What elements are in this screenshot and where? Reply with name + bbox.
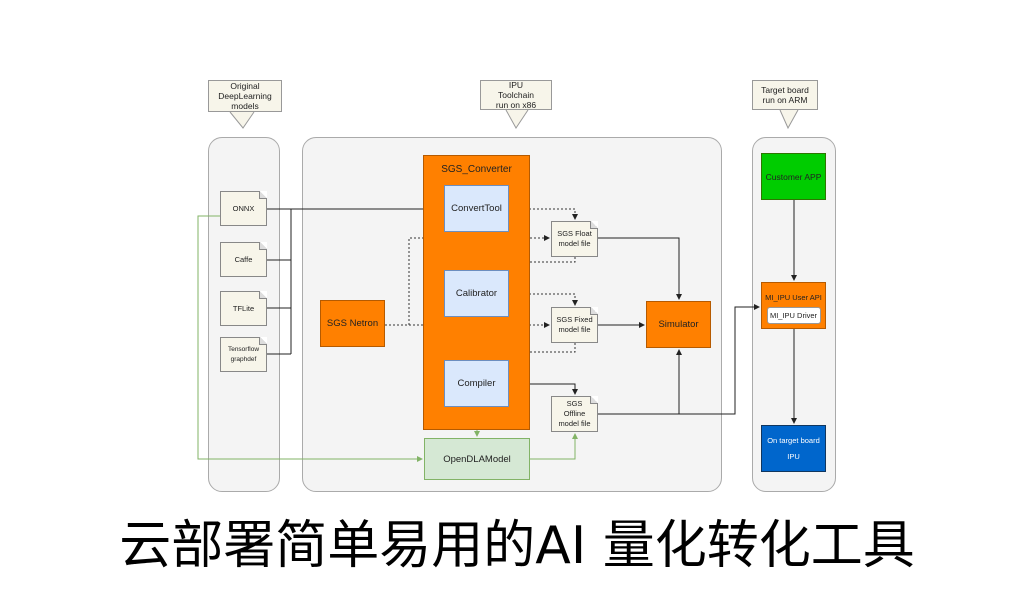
customer-app: Customer APP [761,153,826,200]
model-tensorflow: Tensorflow graphdef [220,337,267,372]
sgs-fixed-file: SGS Fixed model file [551,307,598,343]
ipu-label-line2: IPU [787,452,800,462]
sgs-netron: SGS Netron [320,300,385,347]
calibrator: Calibrator [444,270,509,317]
callout-models: Original DeepLearning models [208,80,282,112]
sgs-offline-file: SGS Offline model file [551,396,598,432]
simulator: Simulator [646,301,711,348]
model-caffe: Caffe [220,242,267,277]
compiler: Compiler [444,360,509,407]
callout-toolchain: IPU Toolchain run on x86 [480,80,552,110]
opendla-model: OpenDLAModel [424,438,530,480]
ipu-label-line1: On target board [767,435,820,445]
mi-ipu-driver: MI_IPU Driver [766,307,821,324]
model-onnx: ONNX [220,191,267,226]
slide-title: 云部署简单易用的AI 量化转化工具 [119,516,915,576]
mi-ipu-user-api-label: MI_IPU User API [765,293,822,302]
model-tflite: TFLite [220,291,267,326]
sgs-float-file: SGS Float model file [551,221,598,257]
convert-tool: ConvertTool [444,185,509,232]
on-target-ipu: On target board IPU [761,425,826,472]
sgs-converter-title: SGS_Converter [441,164,512,175]
callout-target: Target board run on ARM [752,80,818,110]
mi-ipu-user-api: MI_IPU User API MI_IPU Driver [761,282,826,329]
callout-tails [229,109,799,130]
